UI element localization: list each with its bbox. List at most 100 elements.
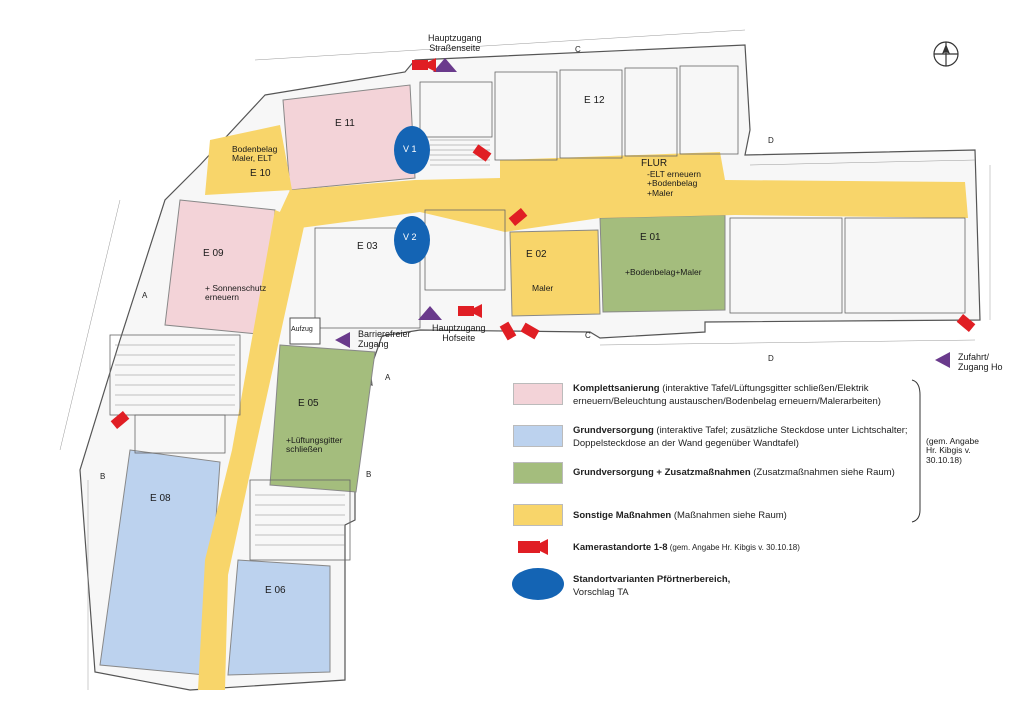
room-label-e09: E 09 xyxy=(203,248,224,259)
legend-item-camera: Kamerastandorte 1-8 (gem. Angabe Hr. Kib… xyxy=(513,540,923,560)
room-note-flur: -ELT erneuern +Bodenbelag +Maler xyxy=(647,169,702,198)
barrier-free-label: Barrierefreier Zugang xyxy=(358,329,411,350)
entrance-street-line2: Straßenseite xyxy=(429,42,481,53)
room-note-flur-line2: +Bodenbelag xyxy=(647,178,698,189)
room-note-e09: + Sonnenschutz erneuern xyxy=(205,283,267,303)
legend-desc-ellipse: Vorschlag TA xyxy=(573,587,629,598)
stairs xyxy=(115,139,490,546)
entrance-street-label: Hauptzugang Straßenseite xyxy=(428,33,482,54)
camera-6 xyxy=(520,322,540,340)
compass-icon xyxy=(933,41,959,67)
room-note-e01: +Bodenbelag+Maler xyxy=(625,267,702,277)
room-label-e05: E 05 xyxy=(298,398,319,409)
entrance-street-line1: Hauptzugang xyxy=(428,33,482,43)
room-label-e12: E 12 xyxy=(584,95,605,106)
legend-camera-icon xyxy=(518,539,548,555)
camera-2 xyxy=(472,144,492,162)
driveway-line2: Zugang Ho xyxy=(958,361,1003,372)
legend-title-yellow: Sonstige Maßnahmen xyxy=(573,510,672,521)
legend-title-ellipse: Standortvarianten Pförtnerbereich, xyxy=(573,574,731,585)
legend-item-sonstige: Sonstige Maßnahmen (Maßnahmen siehe Raum… xyxy=(513,504,923,528)
entrance-street-triangle xyxy=(433,58,457,72)
legend-text-camera: Kamerastandorte 1-8 (gem. Angabe Hr. Kib… xyxy=(573,541,933,554)
room-e05 xyxy=(269,344,376,493)
elevator-label: Aufzug xyxy=(291,326,313,333)
variant-v2-ellipse xyxy=(394,216,430,264)
barrier-free-line1: Barrierefreier xyxy=(358,329,411,339)
camera-5 xyxy=(499,321,517,341)
legend-title-green: Grundversorgung + Zusatzmaßnahmen xyxy=(573,467,751,478)
room-e06 xyxy=(227,559,331,676)
camera-1 xyxy=(412,58,436,72)
corridor-flur xyxy=(278,152,968,232)
legend-text-yellow: Sonstige Maßnahmen (Maßnahmen siehe Raum… xyxy=(573,509,933,522)
svg-text:B: B xyxy=(366,470,371,479)
room-label-e11: E 11 xyxy=(335,118,355,129)
variant-v2-label: V 2 xyxy=(403,232,417,242)
brace-note-line3: 30.10.18) xyxy=(926,454,962,465)
room-note-e10-line1: Bodenbelag xyxy=(232,144,278,154)
legend-desc-camera: (gem. Angabe Hr. Kibgis v. 30.10.18) xyxy=(667,543,800,552)
variant-v1-label: V 1 xyxy=(403,144,417,154)
corridor-west xyxy=(198,210,305,690)
room-label-e03: E 03 xyxy=(357,241,378,252)
brace-note: (gem. Angabe Hr. Kibgis v. 30.10.18) xyxy=(926,436,979,465)
camera-7 xyxy=(956,314,976,332)
brace-note-line1: (gem. Angabe xyxy=(926,436,979,446)
room-label-e08: E 08 xyxy=(150,493,171,504)
brace-note-line2: Hr. Kibgis v. xyxy=(926,445,971,456)
svg-text:A: A xyxy=(142,291,148,300)
room-note-flur-line1: -ELT erneuern xyxy=(647,169,702,179)
dimension-lines xyxy=(59,29,991,690)
entrance-yard-line1: Hauptzugang xyxy=(432,323,486,333)
driveway-triangle xyxy=(935,352,950,368)
camera-3 xyxy=(508,208,528,226)
legend-desc-pink: (interaktive Tafel/Lüftungsgitter schlie… xyxy=(573,383,881,407)
entrance-yard-label: Hauptzugang Hofseite xyxy=(432,323,486,344)
svg-text:C: C xyxy=(575,45,581,54)
legend-ellipse-icon xyxy=(512,568,564,600)
room-label-flur: FLUR xyxy=(641,158,668,169)
legend-text-pink: Komplettsanierung (interaktive Tafel/Lüf… xyxy=(573,382,933,408)
variant-v1-ellipse xyxy=(394,126,430,174)
entrance-yard-line2: Hofseite xyxy=(442,332,476,343)
room-note-e02: Maler xyxy=(532,283,554,293)
svg-text:A: A xyxy=(385,373,391,382)
room-e11 xyxy=(282,84,416,191)
camera-markers xyxy=(110,58,976,555)
room-note-e09-line1: + Sonnenschutz xyxy=(205,283,267,293)
legend-desc-yellow: (Maßnahmen siehe Raum) xyxy=(671,510,787,521)
room-label-e06: E 06 xyxy=(265,585,286,596)
room-note-e05: +Lüftungsgitter schließen xyxy=(286,435,342,455)
svg-text:C: C xyxy=(585,331,591,340)
legend-item-komplettsanierung: Komplettsanierung (interaktive Tafel/Lüf… xyxy=(513,380,923,414)
entrance-markers xyxy=(335,58,950,368)
legend-swatch-blue xyxy=(513,425,563,447)
room-label-e10: E 10 xyxy=(250,168,271,179)
legend-item-ellipse: Standortvarianten Pförtnerbereich, Vorsch… xyxy=(513,572,923,602)
svg-text:D: D xyxy=(768,136,774,145)
legend-title-blue: Grundversorgung xyxy=(573,425,654,436)
legend-item-zusatz: Grundversorgung + Zusatzmaßnahmen (Zusat… xyxy=(513,462,923,486)
entrance-yard-triangle xyxy=(418,306,442,320)
svg-text:D: D xyxy=(768,354,774,363)
room-note-e09-line2: erneuern xyxy=(205,292,240,303)
room-note-e10-line2: Maler, ELT xyxy=(232,153,273,164)
barrier-free-triangle xyxy=(335,332,350,348)
section-markers: C C D D A B B A xyxy=(100,45,774,481)
camera-8 xyxy=(110,411,130,429)
legend-text-green: Grundversorgung + Zusatzmaßnahmen (Zusat… xyxy=(573,466,933,479)
room-label-e01: E 01 xyxy=(640,232,661,243)
legend-swatch-yellow xyxy=(513,504,563,526)
legend-swatch-pink xyxy=(513,383,563,405)
legend-text-ellipse: Standortvarianten Pförtnerbereich, Vorsch… xyxy=(573,573,933,599)
driveway-line1: Zufahrt/ xyxy=(958,352,990,362)
driveway-label: Zufahrt/ Zugang Ho xyxy=(958,352,1003,373)
room-label-e02: E 02 xyxy=(526,249,547,260)
legend-title-camera: Kamerastandorte 1-8 xyxy=(573,542,668,553)
legend-swatch-green xyxy=(513,462,563,484)
legend-title-pink: Komplettsanierung xyxy=(573,383,660,394)
room-e01 xyxy=(599,214,726,313)
legend-desc-blue: (interaktive Tafel; zusätzliche Steckdos… xyxy=(573,425,908,449)
